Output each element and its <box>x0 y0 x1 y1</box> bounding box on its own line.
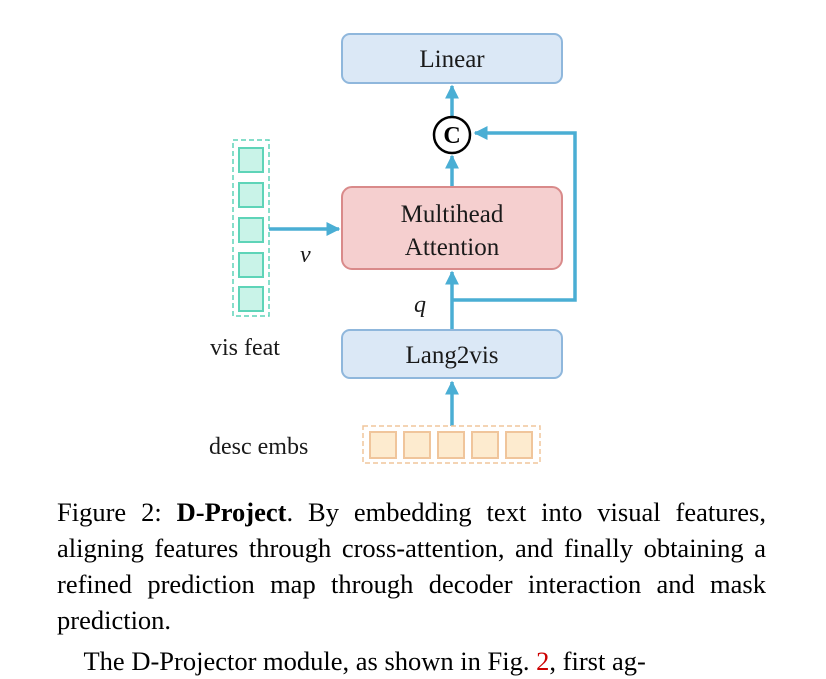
figure-caption: Figure 2: D-Project. By embedding text i… <box>57 494 766 638</box>
caption-title: D-Project <box>176 497 287 527</box>
concat-label: C <box>443 123 460 149</box>
desc-embs-label: desc embs <box>209 434 308 460</box>
body-text-before-ref: The D-Projector module, as shown in Fig. <box>83 646 537 676</box>
concat-node: C <box>432 115 472 155</box>
desc-token <box>437 431 465 459</box>
q-label: q <box>414 292 426 318</box>
vis-feat-label: vis feat <box>210 335 280 361</box>
linear-node: Linear <box>341 33 563 84</box>
vis-token <box>238 252 264 278</box>
vis-feat-tokens <box>232 139 270 317</box>
body-paragraph: The D-Projector module, as shown in Fig.… <box>57 643 766 679</box>
desc-embs-tokens <box>362 425 541 464</box>
vis-token <box>238 147 264 173</box>
attention-node: Multihead Attention <box>341 186 563 270</box>
desc-token <box>369 431 397 459</box>
caption-text: . By embedding text into visual features… <box>57 497 766 635</box>
desc-token <box>505 431 533 459</box>
desc-token <box>471 431 499 459</box>
desc-token <box>403 431 431 459</box>
body-text-after-ref: , first ag- <box>549 646 646 676</box>
lang2vis-label: Lang2vis <box>405 342 498 369</box>
vis-token <box>238 182 264 208</box>
d-project-diagram: Linear C Multihead Attention q v vis fea… <box>209 33 577 464</box>
desc-embs-border <box>362 425 541 464</box>
linear-label: Linear <box>419 46 485 73</box>
attention-label-line1: Multihead <box>401 201 504 228</box>
vis-token <box>238 217 264 243</box>
caption-prefix: Figure 2: <box>57 497 177 527</box>
lang2vis-node: Lang2vis <box>341 329 563 379</box>
v-label: v <box>300 242 311 268</box>
skip-connection-arrow <box>452 126 577 302</box>
vis-token <box>238 286 264 312</box>
figure-reference-link[interactable]: 2 <box>536 646 550 676</box>
attention-label-line2: Attention <box>405 234 500 261</box>
